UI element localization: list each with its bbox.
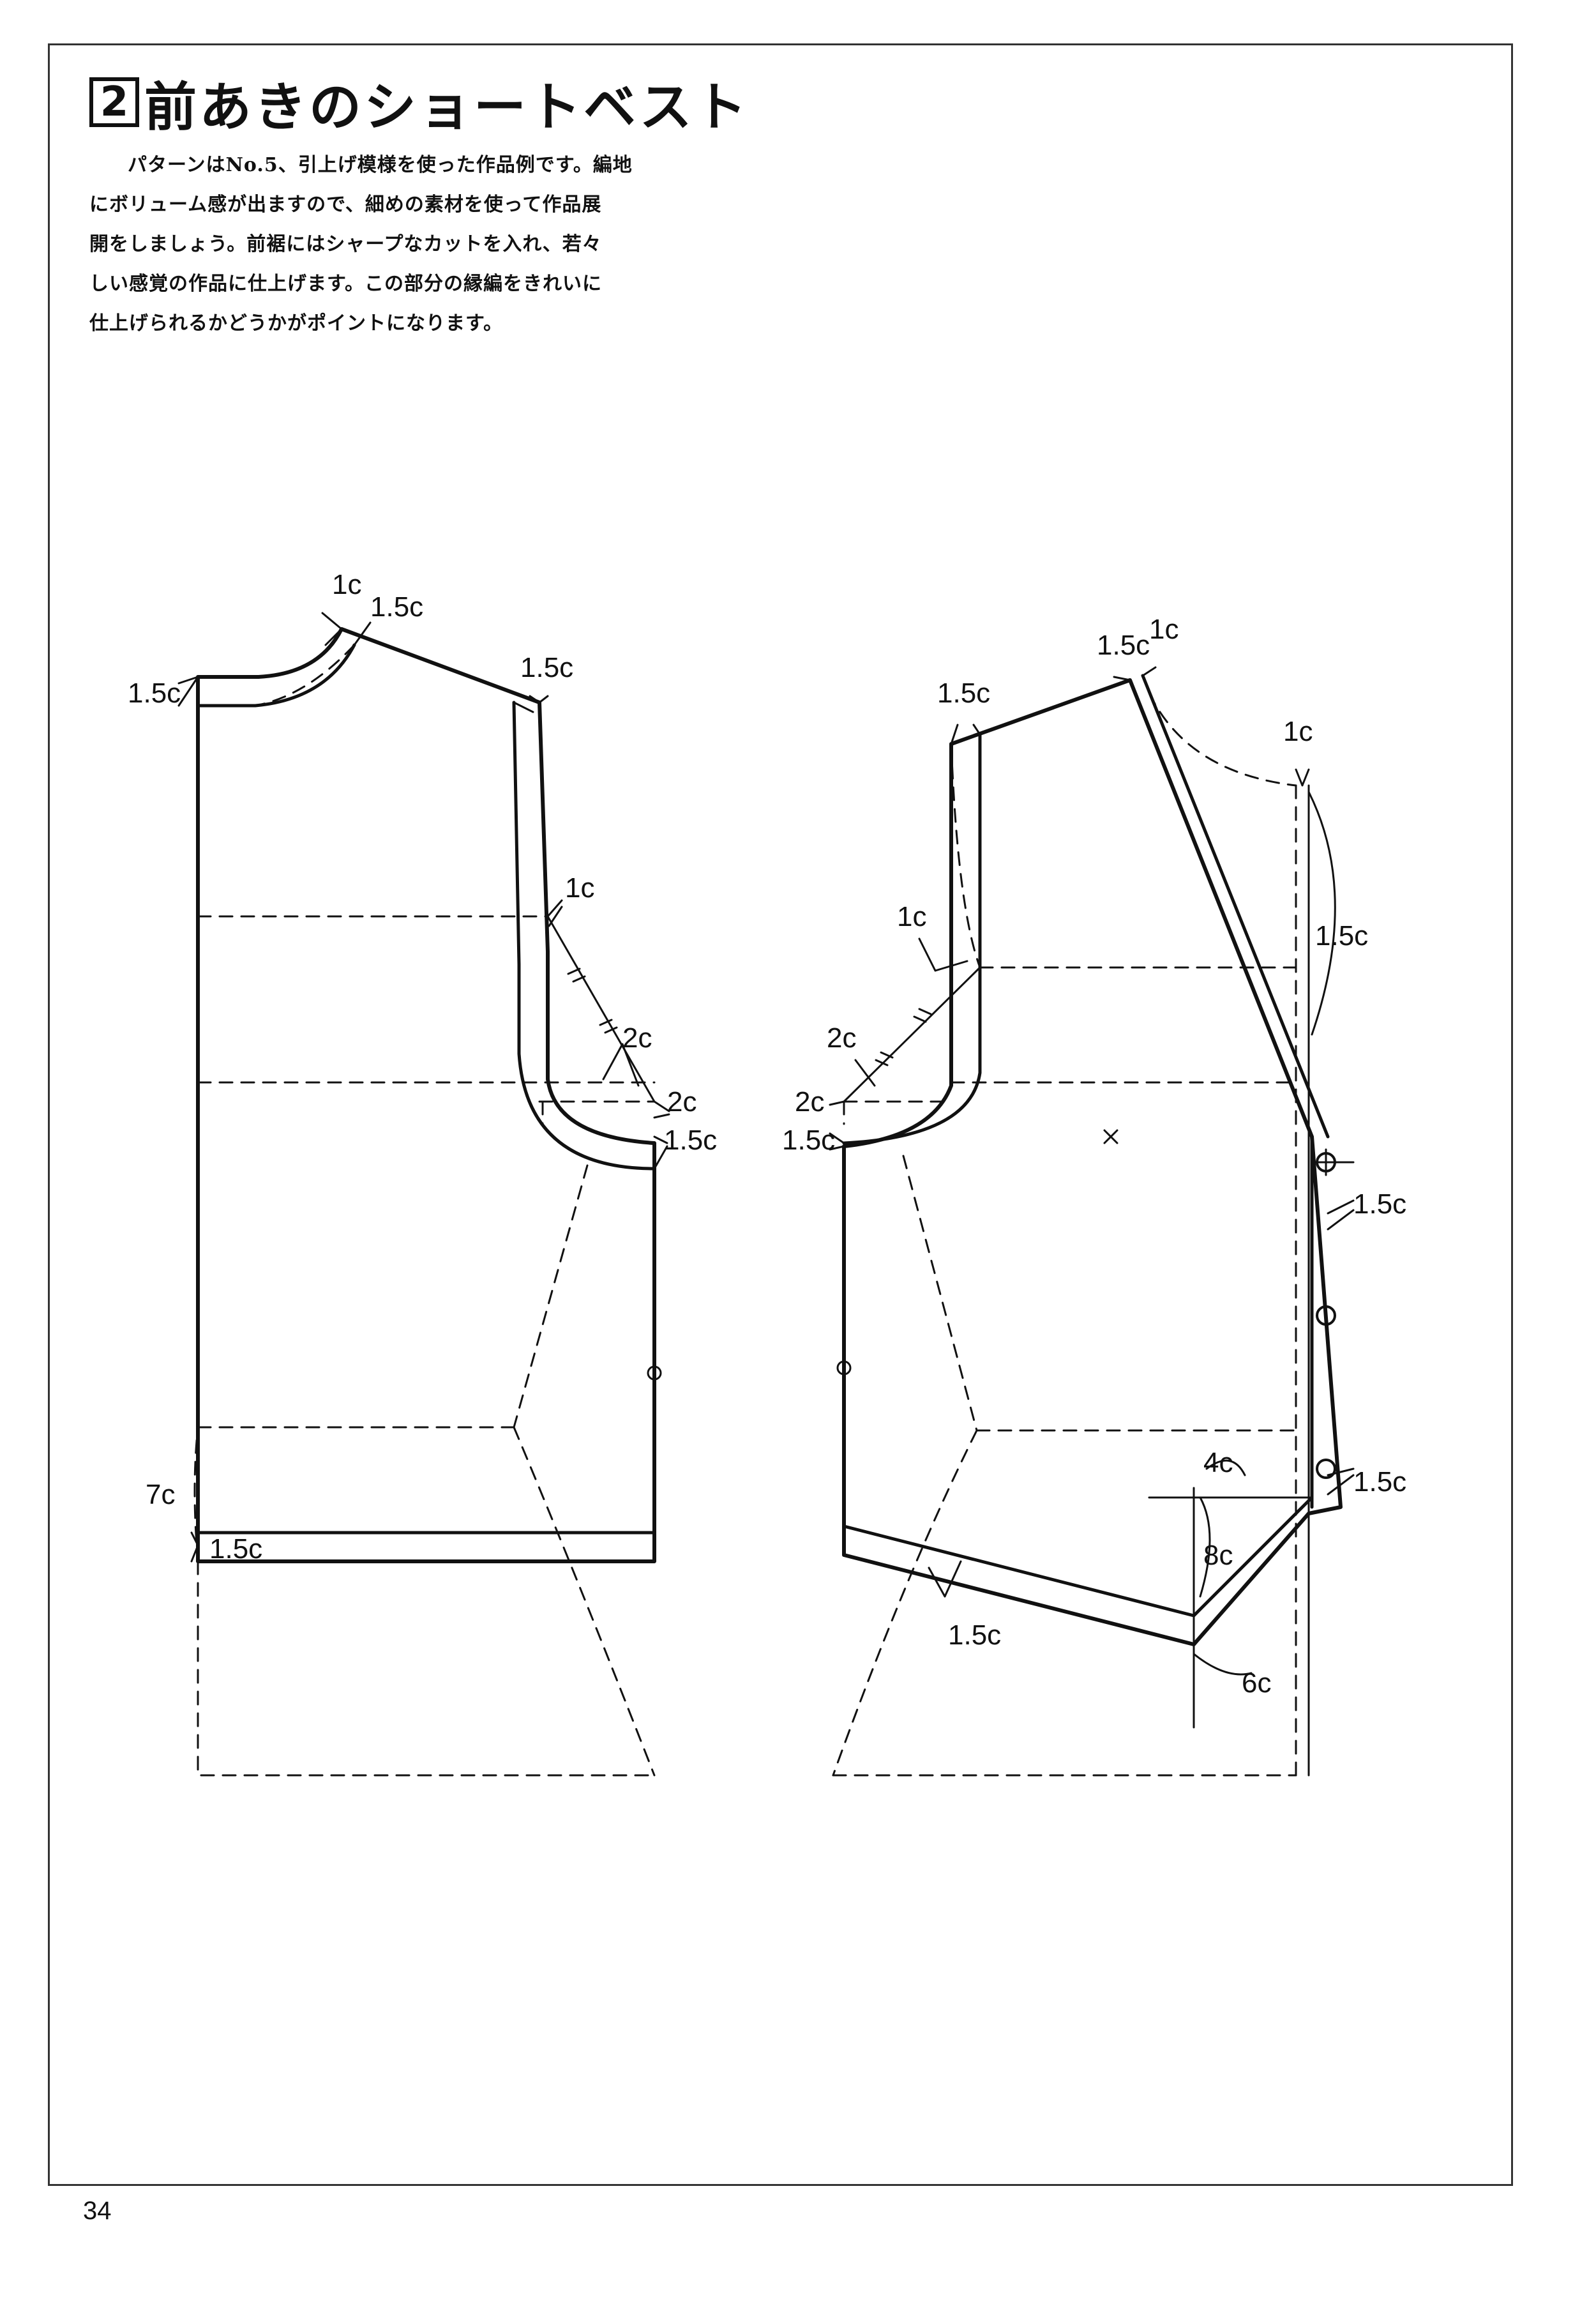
- front-shoulder-1c-label: 1c: [1149, 614, 1178, 645]
- back-center-1-5c-label: 1.5c: [128, 678, 181, 709]
- front-band-1-5c-label: 1.5c: [1353, 1188, 1406, 1220]
- description-paragraph: パターンはNo.5、引上げ模様を使った作品例です。編地 にボリューム感が出ますの…: [89, 146, 760, 344]
- description-line: 開をしましょう。前裾にはシャープなカットを入れ、若々: [89, 233, 602, 255]
- back-piece: 1c 1.5c 1.5c 1.5c 1c 2c 2c 1.5c 7c 1.5c: [128, 569, 717, 1777]
- front-hem-4c-label: 4c: [1203, 1447, 1233, 1478]
- front-hem-band: [842, 1496, 1314, 1618]
- back-leaders: [177, 612, 670, 1563]
- front-armhole-1c-label: 1c: [897, 901, 926, 932]
- back-hem-7c-label: 7c: [146, 1479, 175, 1510]
- front-neck-1c-label: 1c: [1283, 716, 1313, 747]
- front-hem-1-5c-label: 1.5c: [948, 1619, 1001, 1651]
- back-neck-1c-label: 1c: [332, 569, 361, 600]
- back-outline: [196, 627, 656, 1563]
- front-armhole-2c-label-b: 2c: [795, 1086, 824, 1118]
- section-number-badge: 2: [89, 77, 139, 127]
- back-armhole-band: [512, 701, 656, 1171]
- front-hem-6c-label: 6c: [1242, 1667, 1271, 1699]
- front-hem-8c-label: 8c: [1203, 1540, 1233, 1571]
- front-neck-1-5c-label: 1.5c: [1315, 920, 1368, 952]
- back-side-notch: [647, 1365, 662, 1381]
- back-neck-band: [196, 643, 356, 708]
- back-neck-1-5c-label: 1.5c: [370, 591, 423, 623]
- section-title: 2 前あきのショートベスト: [89, 67, 749, 138]
- back-armhole-1c-label: 1c: [565, 872, 594, 904]
- front-armhole-1-5c-label: 1.5c: [782, 1125, 835, 1156]
- front-outline: [842, 678, 1343, 1646]
- front-hem-measures: [1148, 1459, 1313, 1729]
- front-band-1-5c-label-b: 1.5c: [1353, 1466, 1406, 1498]
- front-neck-band: [1141, 674, 1330, 1139]
- page-number: 34: [83, 2197, 112, 2225]
- description-line: にボリューム感が出ますので、細めの素材を使って作品展: [89, 193, 602, 216]
- back-armhole-2c-label-a: 2c: [622, 1022, 652, 1054]
- front-leaders: [829, 666, 1355, 1598]
- front-shoulder-1-5c-label: 1.5c: [1097, 630, 1150, 661]
- front-buttonhole-3: [1316, 1459, 1336, 1479]
- front-guides: [832, 692, 1297, 1777]
- section-title-text: 前あきのショートベスト: [144, 77, 749, 138]
- back-shoulder-1-5c-label: 1.5c: [520, 652, 573, 683]
- front-center-mark: [1103, 1129, 1118, 1144]
- front-side-notch: [836, 1360, 852, 1376]
- description-line: しい感覚の作品に仕上げます。この部分の縁編をきれいに: [89, 273, 602, 295]
- front-piece: 1.5c 1c 1.5c 1c 1.5c 1c 2c 2c 1.5c 1.5c …: [782, 614, 1406, 1777]
- back-hem-1-5c-label: 1.5c: [209, 1533, 262, 1565]
- description-line: 仕上げられるかどうかがポイントになります。: [89, 312, 503, 335]
- page-frame: [48, 43, 1513, 2186]
- front-armhole-2c-label-a: 2c: [827, 1022, 856, 1054]
- front-armhole-top-1-5c-label: 1.5c: [937, 678, 990, 709]
- back-armhole-1-5c-label: 1.5c: [664, 1125, 717, 1156]
- description-line: パターンはNo.5、引上げ模様を使った作品例です。編地: [128, 154, 633, 176]
- front-buttonhole-2: [1316, 1305, 1336, 1326]
- back-armhole-2c-label-b: 2c: [667, 1086, 696, 1118]
- back-guides: [193, 644, 656, 1777]
